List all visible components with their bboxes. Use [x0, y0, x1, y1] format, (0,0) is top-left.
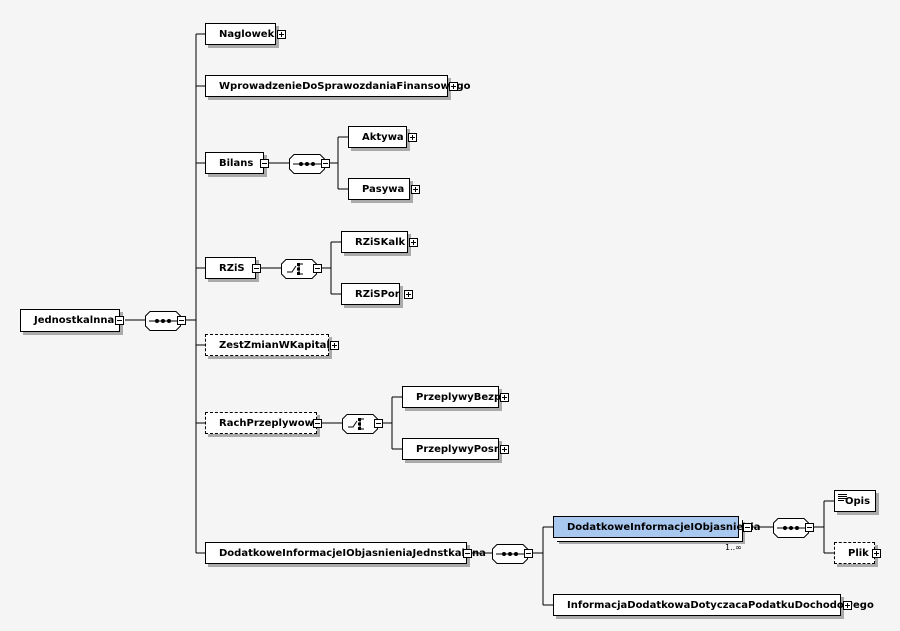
element-label: Jednostkalnna: [34, 315, 115, 326]
sequence-compositor-icon: [773, 518, 809, 538]
element-label: Bilans: [219, 157, 254, 169]
element-jednostkalnna[interactable]: Jednostkalnna: [20, 309, 120, 332]
rzispor-expand-toggle[interactable]: [404, 290, 413, 299]
element-naglowek[interactable]: Naglowek: [205, 23, 276, 45]
element-pasywa[interactable]: Pasywa: [348, 178, 410, 200]
rziskalk-expand-toggle[interactable]: [409, 238, 418, 247]
sequence-compositor-icon: [289, 154, 325, 174]
element-label: RZiS: [219, 262, 245, 274]
sequence-collapse-toggle[interactable]: [177, 316, 186, 325]
element-label: Aktywa: [362, 131, 404, 143]
dodatkowe-jednostkalna-collapse-toggle[interactable]: [463, 549, 472, 558]
element-opis[interactable]: Opis: [834, 490, 876, 512]
przeplywyposr-expand-toggle[interactable]: [500, 445, 509, 454]
informacja-dodatkowa-expand-toggle[interactable]: [843, 601, 852, 610]
element-plik[interactable]: Plik: [834, 542, 875, 564]
bilans-collapse-toggle[interactable]: [260, 159, 269, 168]
element-przeplywybezp[interactable]: PrzeplywyBezp: [402, 386, 502, 408]
element-label: PrzeplywyBezp: [416, 391, 502, 403]
element-label: Opis: [845, 495, 871, 507]
element-label: RachPrzeplywow: [219, 417, 314, 429]
element-label: Plik: [848, 547, 869, 559]
element-label: DodatkoweInformacjeIObjasnieniaJednstkal…: [219, 547, 486, 559]
sequence-compositor-icon: [492, 544, 528, 564]
element-label: RZiSPor: [355, 288, 400, 300]
pasywa-expand-toggle[interactable]: [411, 185, 420, 194]
element-bilans[interactable]: Bilans: [205, 152, 264, 174]
sequence-collapse-toggle[interactable]: [321, 159, 330, 168]
plik-expand-toggle[interactable]: [872, 549, 881, 558]
choice-collapse-toggle[interactable]: [313, 264, 322, 273]
annotation-document-icon: [838, 494, 847, 501]
element-dodatkowe-informacje-selected[interactable]: DodatkoweInformacjeIObjasnienia: [553, 516, 761, 538]
element-label: WprowadzenieDoSprawozdaniaFinansowego: [219, 80, 471, 92]
aktywa-expand-toggle[interactable]: [408, 133, 417, 142]
element-zestzmian[interactable]: ZestZmianWKapitale: [205, 334, 337, 356]
element-dodatkowe-jednostkalna[interactable]: DodatkoweInformacjeIObjasnieniaJednstkal…: [205, 542, 486, 564]
element-label: PrzeplywyPosr: [416, 443, 499, 455]
element-wprowadzenie[interactable]: WprowadzenieDoSprawozdaniaFinansowego: [205, 75, 471, 97]
sequence-compositor-icon: [145, 311, 181, 331]
element-przeplywyposr[interactable]: PrzeplywyPosr: [402, 438, 499, 460]
sequence-collapse-toggle[interactable]: [524, 549, 533, 558]
element-rachprzeplywow[interactable]: RachPrzeplywow: [205, 412, 317, 434]
element-label: RZiSKalk: [355, 236, 406, 248]
element-label: InformacjaDodatkowaDotyczacaPodatkuDocho…: [567, 599, 874, 611]
element-aktywa[interactable]: Aktywa: [348, 126, 407, 148]
element-label: Naglowek: [219, 28, 275, 40]
naglowek-expand-toggle[interactable]: [277, 30, 286, 39]
zestzmian-expand-toggle[interactable]: [330, 341, 339, 350]
element-label: DodatkoweInformacjeIObjasnienia: [567, 521, 761, 533]
element-label: Pasywa: [362, 183, 405, 195]
wprowadzenie-expand-toggle[interactable]: [449, 82, 458, 91]
element-rziskalk[interactable]: RZiSKalk: [341, 231, 408, 253]
choice-compositor-icon: [281, 259, 317, 279]
choice-compositor-icon: [342, 414, 378, 434]
cardinality-label: 1..∞: [725, 543, 742, 552]
element-label: ZestZmianWKapitale: [219, 339, 337, 351]
rachprzeplywow-collapse-toggle[interactable]: [313, 419, 322, 428]
element-informacja-dodatkowa[interactable]: InformacjaDodatkowaDotyczacaPodatkuDocho…: [553, 594, 874, 616]
sequence-collapse-toggle[interactable]: [805, 523, 814, 532]
jednostkalnna-collapse-toggle[interactable]: [115, 316, 124, 325]
rzis-collapse-toggle[interactable]: [252, 264, 261, 273]
dodatkowe-informacje-collapse-toggle[interactable]: [743, 523, 752, 532]
element-rzis[interactable]: RZiS: [205, 257, 256, 279]
element-rzispor[interactable]: RZiSPor: [341, 283, 400, 305]
przeplywybezp-expand-toggle[interactable]: [500, 393, 509, 402]
choice-collapse-toggle[interactable]: [374, 419, 383, 428]
